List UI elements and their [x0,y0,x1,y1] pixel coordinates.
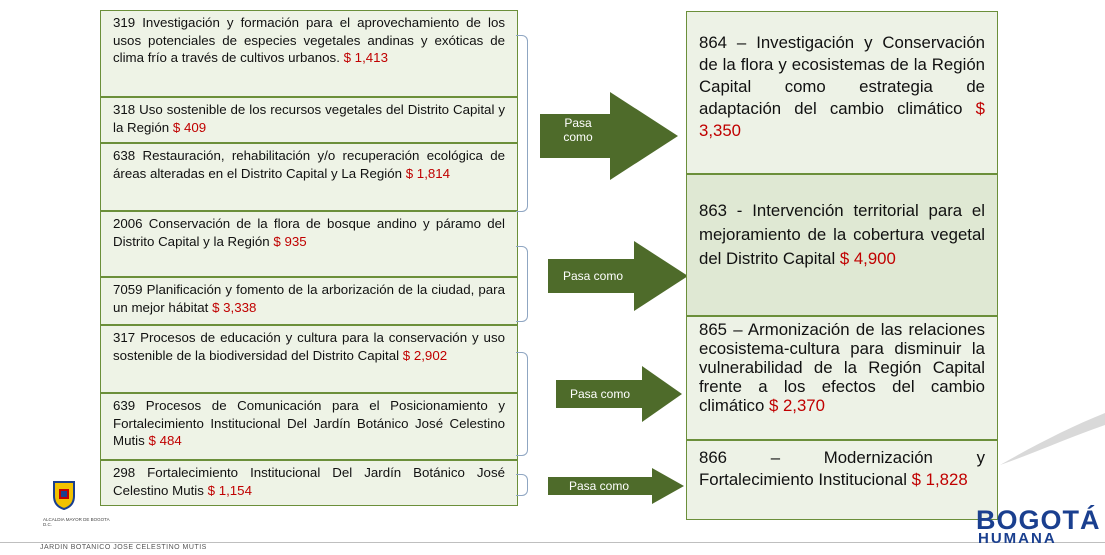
left-item-text: 7059 Planificación y fomento de la arbor… [113,282,505,315]
bogota-logo-bottom: HUMANA [978,530,1057,547]
group-bracket-3 [516,352,528,456]
left-item-298: 298 Fortalecimiento Institucional Del Ja… [100,460,518,506]
seal-caption: ALCALDIA MAYOR DE BOGOTA D.C. [43,517,110,527]
left-item-text: 639 Procesos de Comunicación para el Pos… [113,398,505,448]
arrow-label: Pasa como [563,116,593,144]
left-item-text: 319 Investigación y formación para el ap… [113,15,505,65]
left-item-amount: $ 2,902 [402,347,448,363]
left-item-318: 318 Uso sostenible de los recursos veget… [100,97,518,143]
right-item-text: 863 - Intervención territorial para el m… [699,201,985,268]
district-seal-icon [53,481,75,510]
group-bracket-1 [516,35,528,212]
right-item-865: 865 – Armonización de las relaciones eco… [686,316,998,440]
left-item-amount: $ 1,413 [343,50,388,65]
group-bracket-4 [516,474,528,496]
left-item-319: 319 Investigación y formación para el ap… [100,10,518,97]
left-item-amount: $ 1,814 [405,165,451,181]
left-item-text: 2006 Conservación de la flora de bosque … [113,216,505,249]
left-item-2006: 2006 Conservación de la flora de bosque … [100,211,518,277]
right-item-text: 865 – Armonización de las relaciones eco… [699,320,985,415]
right-item-863: 863 - Intervención territorial para el m… [686,174,998,316]
arrow-right-icon [556,366,682,422]
arrow-right-icon [548,468,684,504]
left-item-text: 318 Uso sostenible de los recursos veget… [113,102,505,135]
left-item-amount: $ 484 [148,433,182,448]
bogota-logo-top: BOGOTÁ [976,505,1101,535]
left-item-text: 638 Restauración, rehabilitación y/o rec… [113,148,505,181]
left-item-639: 639 Procesos de Comunicación para el Pos… [100,393,518,460]
left-item-317: 317 Procesos de educación y cultura para… [100,325,518,393]
right-item-amount: $ 4,900 [839,249,896,268]
right-item-amount: $ 3,350 [699,99,985,140]
left-item-amount: $ 409 [172,119,207,135]
arrow-label: Pasa como [568,479,630,493]
right-item-text: 866 – Modernización y Fortalecimiento In… [699,448,985,489]
decorative-swoosh [1000,413,1105,465]
left-item-7059: 7059 Planificación y fomento de la arbor… [100,277,518,325]
right-item-864: 864 – Investigación y Conservación de la… [686,11,998,174]
footer-institution: JARDIN BOTANICO JOSE CELESTINO MUTIS [40,544,207,551]
arrow-label: Pasa como [569,387,631,401]
left-item-amount: $ 3,338 [212,299,257,315]
left-item-text: 298 Fortalecimiento Institucional Del Ja… [113,465,505,498]
arrow-label: Pasa como [562,269,624,283]
right-item-amount: $ 2,370 [768,396,825,415]
left-item-amount: $ 935 [273,233,307,249]
group-bracket-2 [516,246,528,322]
arrow-right-icon [540,92,678,180]
left-item-amount: $ 1,154 [207,482,252,498]
footer-divider [0,542,1105,543]
left-item-638: 638 Restauración, rehabilitación y/o rec… [100,143,518,211]
arrow-right-icon [548,241,688,311]
right-item-amount: $ 1,828 [911,470,968,489]
right-item-866: 866 – Modernización y Fortalecimiento In… [686,440,998,520]
right-item-text: 864 – Investigación y Conservación de la… [699,33,985,118]
left-item-text: 317 Procesos de educación y cultura para… [113,330,505,363]
